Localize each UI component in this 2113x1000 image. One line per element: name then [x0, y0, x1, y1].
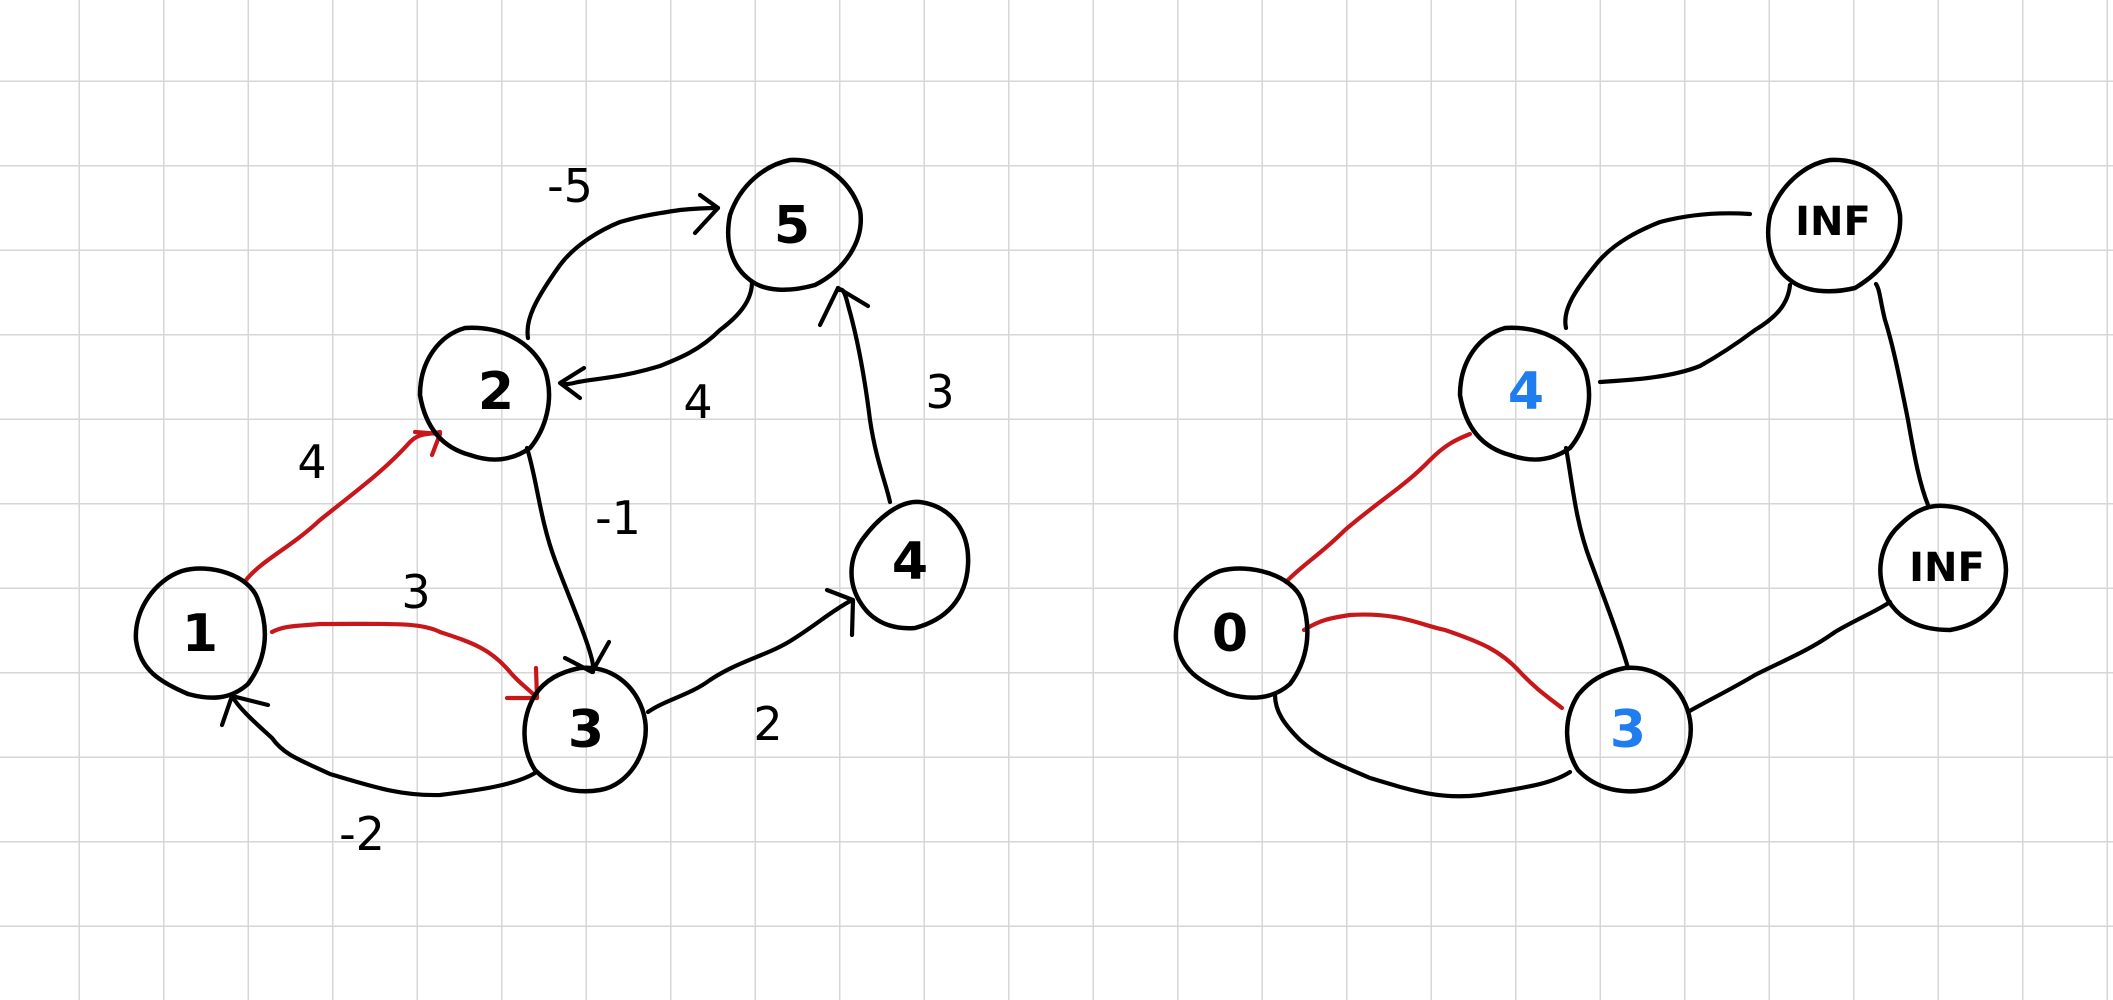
arrowhead-4-5: [817, 285, 871, 328]
weight-4-5: 3: [925, 365, 954, 419]
node-r-2-value: 4: [1508, 362, 1544, 422]
node-r-1-value: 0: [1212, 604, 1248, 664]
edge-3-4: [645, 597, 855, 715]
edge-r-1-3: [1301, 612, 1565, 711]
node-5-label: 5: [774, 196, 810, 256]
edge-2-5: [525, 205, 721, 341]
node-r-2-ring: [1457, 325, 1592, 462]
edge-r-5-2: [1597, 282, 1793, 385]
edge-r-1-2: [1283, 431, 1473, 585]
edge-r-3-4: [1685, 599, 1893, 715]
node-1-ring: [133, 566, 268, 700]
right-graph: 0 4 3 INF INF: [1173, 157, 2009, 799]
node-r-5-ring: [1765, 157, 1903, 294]
node-3-label: 3: [568, 700, 604, 760]
node-5-ring: [725, 157, 864, 292]
weight-1-3: 3: [401, 565, 430, 619]
weight-2-5: -5: [547, 159, 593, 213]
weight-3-1: -2: [339, 807, 385, 861]
weight-2-3: -1: [595, 491, 641, 545]
arrowhead-2-3: [562, 639, 612, 675]
node-1-label: 1: [182, 604, 218, 664]
node-r-5-value: INF: [1795, 199, 1871, 245]
arrowhead-5-2: [557, 365, 587, 401]
weight-1-2: 4: [297, 435, 326, 489]
node-4-ring: [849, 499, 971, 631]
edge-r-2-3: [1563, 445, 1631, 671]
edge-3-1: [229, 693, 538, 798]
arrowhead-1-3: [504, 665, 540, 701]
edge-r-4-5: [1873, 281, 1931, 508]
node-r-1-ring: [1173, 566, 1310, 700]
edge-2-3: [524, 445, 596, 675]
node-2-label: 2: [478, 362, 514, 422]
node-r-4-value: INF: [1909, 545, 1985, 591]
node-4-label: 4: [892, 532, 928, 592]
node-r-3-value: 3: [1610, 700, 1646, 760]
node-r-3-ring: [1564, 665, 1694, 794]
edge-1-2: [243, 429, 443, 583]
node-2-ring: [417, 325, 552, 462]
arrowhead-2-5: [692, 192, 721, 236]
edge-4-5: [835, 285, 893, 505]
node-r-4-ring: [1878, 503, 2009, 633]
edge-r-2-5: [1563, 211, 1753, 331]
left-graph: 1 2 3 4 5 4 3 -2 -1 -5 4 2 3: [133, 157, 971, 861]
edge-r-3-1: [1272, 692, 1573, 799]
arrowhead-1-2: [412, 429, 443, 458]
weight-3-4: 2: [753, 697, 782, 751]
arrowhead-3-4: [824, 587, 856, 638]
edge-5-2: [559, 279, 755, 387]
weight-5-2: 4: [683, 375, 712, 429]
edge-1-3: [269, 621, 540, 701]
node-3-ring: [522, 665, 649, 794]
